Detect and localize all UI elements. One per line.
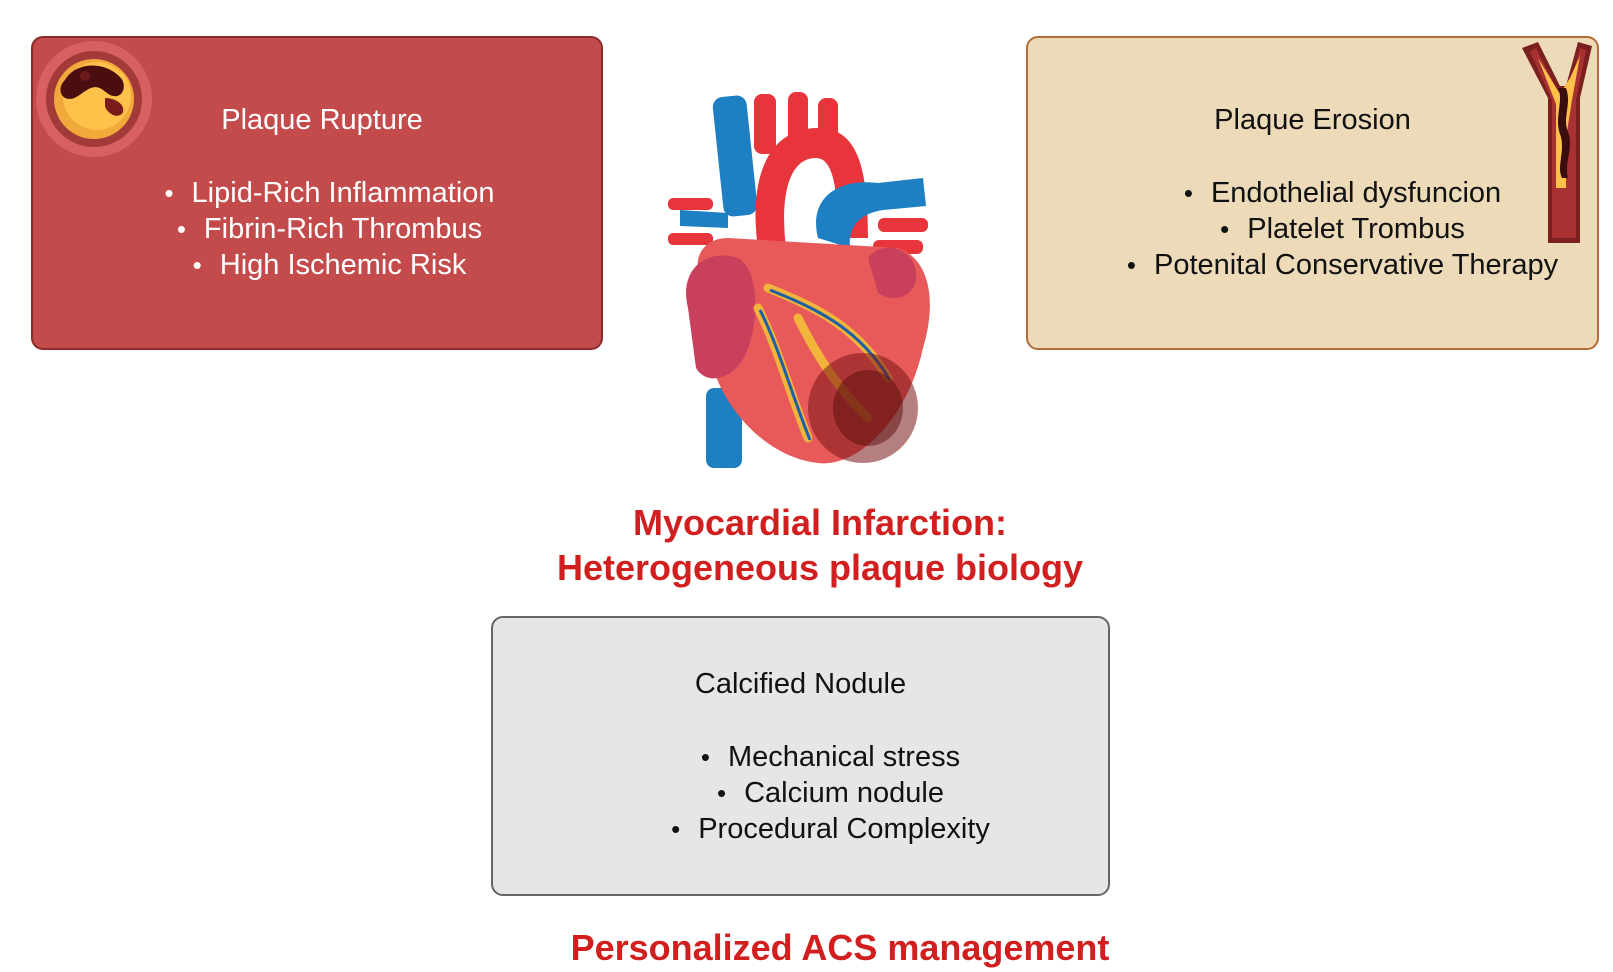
calcified-nodule-title: Calcified Nodule [694,668,907,700]
plaque-rupture-title: Plaque Rupture [221,104,423,136]
plaque-erosion-title: Plaque Erosion [1214,104,1411,136]
list-item: Potenital Conservative Therapy [1088,247,1597,283]
list-item: Mechanical stress [553,739,1108,775]
plaque-rupture-list: Lipid-Rich Inflammation Fibrin-Rich Thro… [33,175,601,283]
heart-icon [668,92,930,468]
plaque-rupture-box: Plaque Rupture Lipid-Rich Inflammation F… [31,36,603,350]
list-item: Endothelial dysfuncion [1088,175,1597,211]
artery-cross-section-icon [36,41,152,157]
main-title: Myocardial Infarction: Heterogeneous pla… [540,500,1100,590]
main-title-line1: Myocardial Infarction: [632,502,1008,543]
calcified-nodule-list: Mechanical stress Calcium nodule Procedu… [493,739,1108,847]
list-item: Calcium nodule [553,775,1108,811]
list-item: Procedural Complexity [553,811,1108,847]
calcified-nodule-box: Calcified Nodule Mechanical stress Calci… [491,616,1110,896]
list-item: Platelet Trombus [1088,211,1597,247]
list-item: Fibrin-Rich Thrombus [58,211,601,247]
plaque-erosion-box: Plaque Erosion Endothelial dysfuncion Pl… [1026,36,1599,350]
footer-title: Personalized ACS management [570,927,1110,968]
main-title-line2: Heterogeneous plaque biology [556,547,1084,588]
list-item: High Ischemic Risk [58,247,601,283]
plaque-erosion-list: Endothelial dysfuncion Platelet Trombus … [1028,175,1597,283]
list-item: Lipid-Rich Inflammation [58,175,601,211]
